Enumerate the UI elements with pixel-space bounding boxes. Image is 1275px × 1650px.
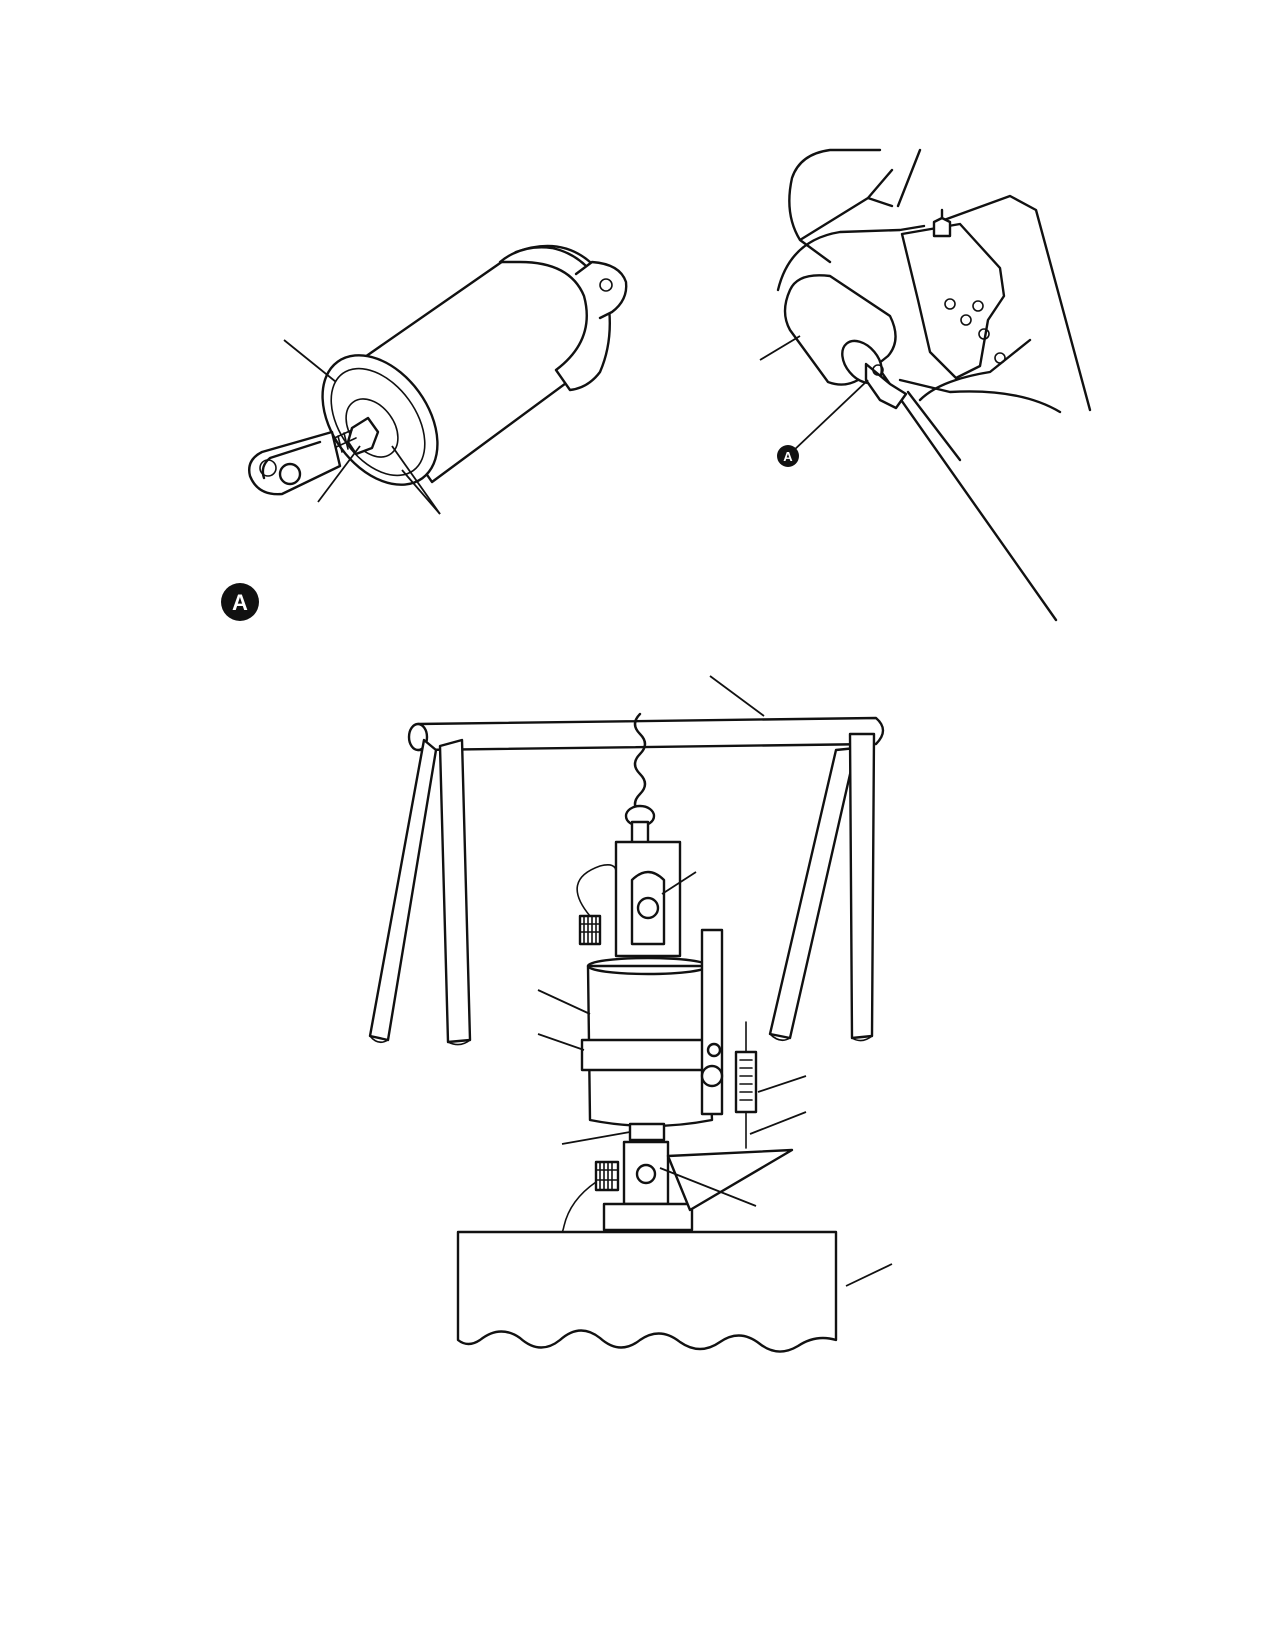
upper-clevis-pin	[636, 896, 660, 920]
detail-a-badge-label: A	[232, 590, 248, 615]
leader-clamp-band	[537, 1033, 585, 1051]
detail-a-cylinder-view: A	[221, 244, 628, 621]
strut-panel-edge	[918, 338, 1032, 402]
airframe-upper-panel	[776, 224, 926, 292]
leader-upper-pin	[661, 871, 697, 895]
installed-location-view: A	[759, 148, 1092, 622]
strut-inner-2	[906, 390, 962, 462]
grease-fitting	[932, 208, 952, 238]
rear-mount-lug	[574, 260, 628, 320]
installed-rod-end	[864, 362, 908, 410]
threaded-rod	[329, 429, 357, 453]
leader-detail-a	[791, 379, 869, 453]
leader-a-frame	[709, 675, 765, 717]
bracket-bolt-3	[978, 328, 990, 340]
upper-cable	[576, 864, 617, 917]
clevis-rod-end-inner	[261, 440, 322, 480]
strut-inner	[898, 378, 1062, 414]
bracket-bolt-5	[960, 314, 972, 326]
leader-workbench	[845, 1263, 893, 1287]
clevis-bore	[278, 462, 302, 486]
lower-pedestal	[602, 1202, 694, 1232]
lower-clevis-pin	[635, 1163, 657, 1185]
leg-ends	[369, 1033, 873, 1046]
leg-right-front	[768, 746, 858, 1040]
post-clamp-screw	[706, 1042, 722, 1058]
leader-dial-indicator	[757, 1075, 807, 1093]
leader-seal-2	[401, 469, 441, 515]
test-stand-view	[368, 675, 893, 1353]
leader-seal-1	[391, 445, 441, 515]
a-frame-crossbar	[409, 716, 885, 752]
rear-mount-hole	[599, 278, 613, 292]
angle-plate	[666, 1148, 794, 1212]
lower-cable	[557, 1181, 597, 1237]
airframe-structure	[788, 148, 922, 264]
workbench	[456, 1230, 838, 1353]
detail-a-badge: A	[221, 583, 259, 621]
leg-left-rear	[438, 738, 472, 1044]
post-clamp-knob	[700, 1064, 724, 1088]
lower-rod-spring	[628, 1122, 666, 1142]
bracket-bolt-1	[944, 298, 956, 310]
leader-lower-rod	[561, 1131, 631, 1145]
strut-lower	[878, 368, 1058, 622]
installed-rod-nut	[872, 364, 884, 376]
leg-right-rear	[848, 732, 876, 1040]
leader-jam-nut	[317, 445, 361, 503]
test-cylinder-clamp-band	[580, 1038, 718, 1072]
leader-cylinder-cap	[283, 339, 337, 383]
leader-installed-cylinder	[759, 335, 801, 361]
leader-test-cylinder	[537, 989, 591, 1015]
leader-indicator-stem	[749, 1111, 807, 1135]
leader-angle-plate	[659, 1167, 757, 1207]
lower-knurl-pattern	[595, 1161, 619, 1191]
upper-knurl-pattern	[579, 915, 601, 945]
detail-a-callout-label: A	[783, 449, 793, 464]
detail-a-callout: A	[777, 445, 799, 467]
clevis-rod-end	[248, 430, 342, 496]
hoist-chain	[633, 712, 647, 816]
bracket-bolt-2	[972, 300, 984, 312]
dial-indicator-ticks	[739, 1059, 753, 1101]
strut-main	[942, 194, 1092, 412]
leg-left-front	[368, 738, 438, 1042]
upper-knurled-knob	[578, 914, 602, 946]
dial-indicator	[734, 1050, 758, 1114]
bracket-bolt-4	[994, 352, 1006, 364]
clevis-bore-far	[259, 459, 277, 477]
